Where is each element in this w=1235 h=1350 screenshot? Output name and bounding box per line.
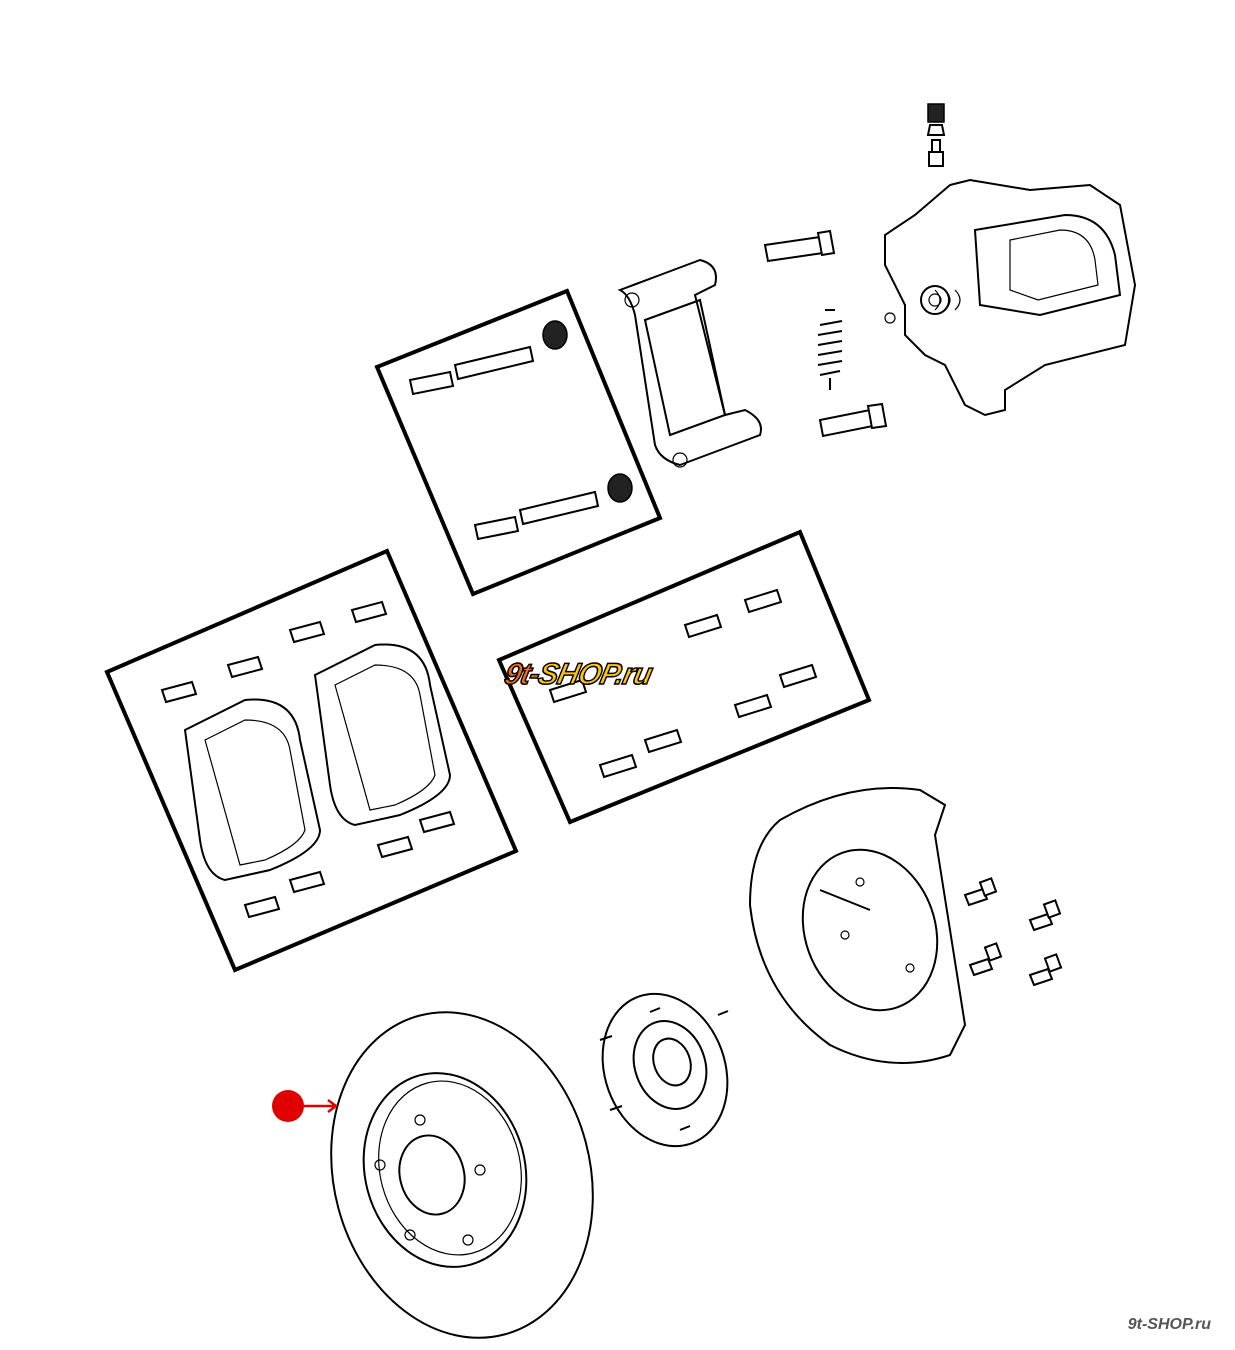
caliper[interactable] [884, 178, 1137, 417]
brake-rotor[interactable] [296, 982, 629, 1350]
shield-bolts[interactable] [963, 877, 1063, 987]
bleeder-screw[interactable] [926, 103, 946, 167]
caliper-bolt-lower[interactable] [818, 402, 888, 438]
caliper-bracket[interactable] [617, 258, 762, 468]
dust-shield[interactable] [748, 787, 967, 1064]
guide-pin-kit[interactable] [374, 288, 663, 597]
watermark-logo: 9t-SHOP.ru [501, 657, 656, 692]
brake-pad-kit[interactable] [104, 548, 519, 973]
pad-clip-kit[interactable] [496, 529, 872, 825]
spring[interactable] [817, 309, 843, 390]
logo-caption: 9t-SHOP.ru [1127, 1316, 1211, 1333]
highlight-marker [272, 1090, 339, 1122]
logo-main: SHOP [535, 657, 621, 692]
caliper-bolt-upper[interactable] [763, 229, 836, 263]
wheel-hub[interactable] [582, 976, 748, 1164]
logo-suffix: .ru [612, 657, 656, 692]
